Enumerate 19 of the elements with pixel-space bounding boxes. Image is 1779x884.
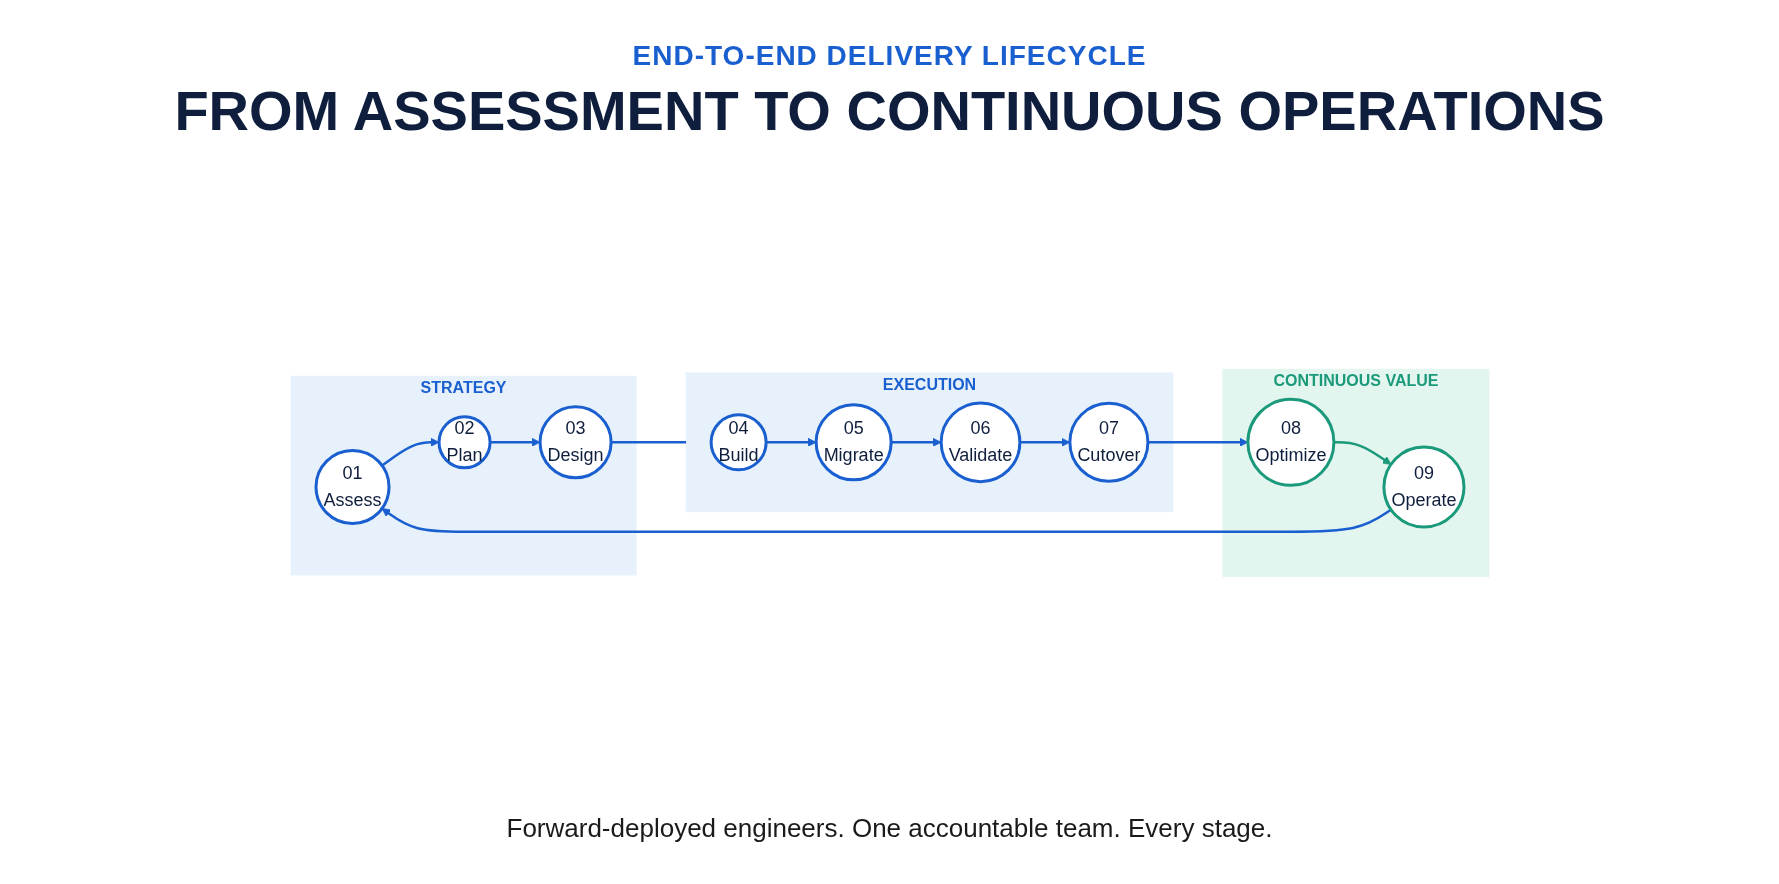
node-circle: 07 Cutover (1067, 401, 1149, 483)
node-circle: 03 Design (538, 405, 613, 480)
arrow (489, 437, 540, 447)
arrow (380, 437, 439, 467)
node-circle: 06 Validate (939, 401, 1021, 484)
node-circle: 04 Build (709, 413, 768, 472)
subtitle: END-TO-END DELIVERY LIFECYCLE (632, 40, 1147, 72)
arrow (381, 508, 1392, 533)
title: FROM ASSESSMENT TO CONTINUOUS OPERATIONS (174, 78, 1605, 143)
node-circle: 02 Plan (437, 415, 492, 470)
caption: Forward-deployed engineers. One accountable team. Every stage. (506, 813, 1273, 844)
node-circle: 01 Assess (314, 449, 391, 525)
arrow (1333, 441, 1391, 465)
arrow (1019, 437, 1070, 447)
node-circle: 05 Migrate (814, 403, 893, 482)
node-circle: 09 Operate (1381, 445, 1465, 529)
node-circle: 08 Optimize (1245, 397, 1335, 487)
connector (610, 441, 686, 444)
arrow (1147, 437, 1248, 447)
